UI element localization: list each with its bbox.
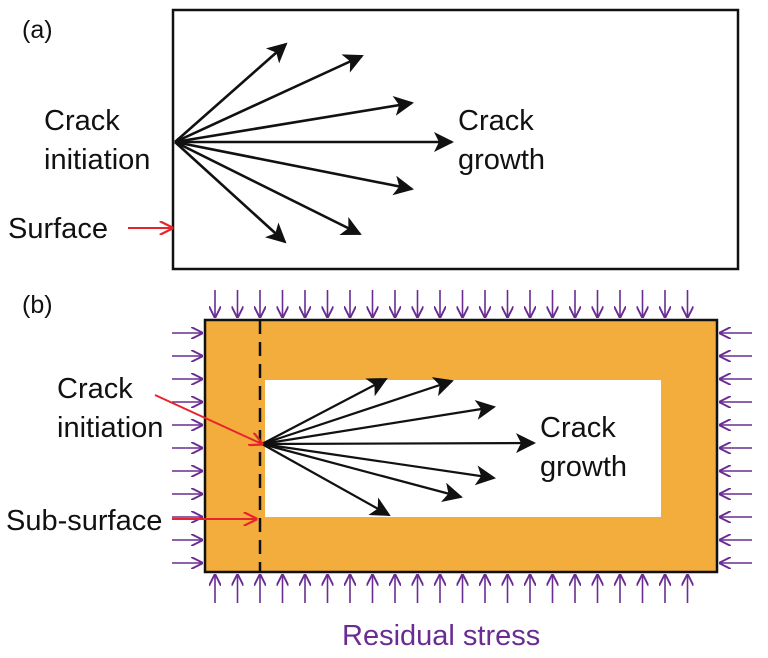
crack-growth-arrow-a-3 [174, 96, 414, 144]
crack-growth-arrow-b-4 [261, 433, 536, 454]
panel-a: (a) Crack initiation Crack growth Surfac… [8, 8, 740, 271]
crack-growth-label-b-line1: Crack [540, 412, 616, 444]
crack-initiation-label-b-line1: Crack [57, 373, 133, 405]
sub-surface-core [265, 380, 661, 517]
crack-growth-arrow-b-6 [261, 442, 463, 503]
crack-growth-arrow-b-1 [261, 378, 388, 445]
crack-growth-label-b-line2: growth [540, 451, 627, 483]
crack-initiation-label-a-line1: Crack [44, 105, 120, 137]
crack-growth-arrows-a [174, 42, 454, 244]
crack-growth-arrows-b [261, 377, 536, 516]
crack-growth-arrow-b-7 [261, 443, 391, 516]
residual-stress-arrows [172, 290, 752, 603]
surface-label: Surface [8, 213, 108, 245]
panel-a-specimen-box [171, 8, 740, 271]
crack-growth-arrow-a-7 [174, 141, 287, 244]
panel-b: (b) Crack initiation Crack growth Sub-su… [6, 290, 752, 652]
residual-stress-label: Residual stress [342, 620, 540, 652]
crack-initiation-label-a-line2: initiation [44, 144, 150, 176]
crack-initiation-label-b-line2: initiation [57, 412, 163, 444]
crack-growth-arrow-a-5 [174, 140, 414, 196]
crack-growth-label-a-line1: Crack [458, 105, 534, 137]
crack-growth-arrow-b-2 [261, 377, 454, 446]
crack-initiation-pointer-arrow [154, 394, 262, 444]
crack-growth-arrow-a-2 [174, 54, 364, 144]
panel-b-label: (b) [22, 291, 53, 319]
panel-a-label: (a) [22, 16, 53, 44]
sub-surface-label: Sub-surface [6, 505, 162, 537]
crack-growth-arrow-a-6 [174, 140, 362, 236]
crack-growth-arrow-b-3 [261, 399, 496, 446]
crack-growth-arrow-b-5 [261, 442, 496, 486]
crack-growth-arrow-a-1 [174, 42, 288, 143]
crack-growth-label-a-line2: growth [458, 144, 545, 176]
